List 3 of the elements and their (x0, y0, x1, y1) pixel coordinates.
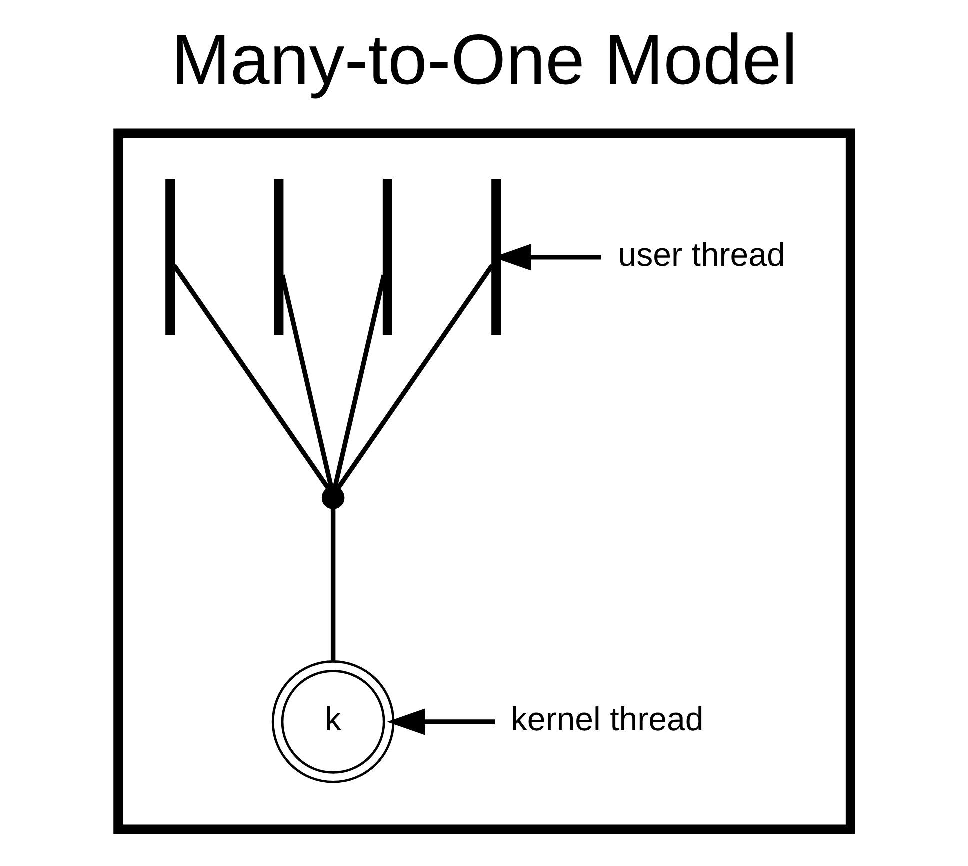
node-text: kernel thread (510, 702, 704, 739)
diagram-title: Many-to-One Model (170, 20, 798, 100)
node-text: user thread (618, 237, 785, 274)
